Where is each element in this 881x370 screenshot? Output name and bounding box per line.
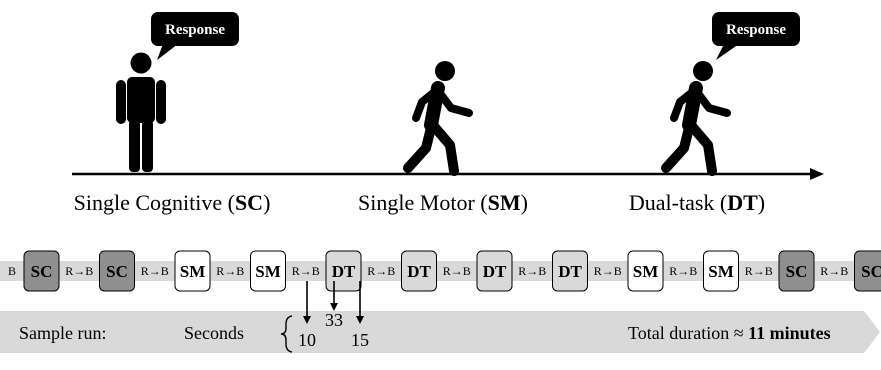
transition-label: R→B	[141, 264, 169, 278]
transition-label: R→B	[594, 264, 622, 278]
condition-label-sc: Single Cognitive (SC)	[74, 190, 271, 215]
transition-label: R→B	[820, 264, 848, 278]
marker-value: 33	[325, 310, 343, 330]
walking-person-icon	[666, 61, 727, 171]
timeline-block-label: SM	[633, 262, 659, 281]
timeline-block-label: DT	[558, 262, 582, 281]
walking-person-icon	[408, 61, 469, 171]
transition-label: R→B	[745, 264, 773, 278]
timeline-block-label: SC	[31, 262, 53, 281]
timeline-block-label: SM	[708, 262, 734, 281]
timeline-block-label: SM	[180, 262, 206, 281]
timeline-block-label: SC	[106, 262, 128, 281]
total-duration: Total duration ≈ 11 minutes	[628, 323, 831, 343]
transition-label: R→B	[669, 264, 697, 278]
timeline-block-label: DT	[483, 262, 507, 281]
condition-label-dt: Dual-task (DT)	[629, 190, 765, 215]
response-bubble-sc: Response	[151, 12, 239, 60]
time-axis-arrowhead	[810, 168, 824, 180]
standing-person-icon	[116, 53, 166, 173]
timeline-start-label: B	[8, 264, 16, 278]
transition-label: R→B	[65, 264, 93, 278]
condition-label-sm: Single Motor (SM)	[358, 190, 528, 215]
response-text: Response	[726, 22, 786, 38]
seconds-label: Seconds	[184, 323, 244, 343]
timing-arrow	[303, 281, 311, 324]
timeline-block-label: DT	[407, 262, 431, 281]
marker-value: 10	[298, 330, 316, 350]
transition-label: R→B	[518, 264, 546, 278]
timeline-block-label: SC	[861, 262, 881, 281]
transition-label: R→B	[367, 264, 395, 278]
timeline-block-label: DT	[332, 262, 356, 281]
marker-value: 15	[351, 330, 369, 350]
timeline-blocks: SC R→B SC R→B SM R→B SM R→B DT R→B DT R→B DT R→B DT R→B…	[24, 251, 881, 291]
timeline-block-label: SM	[255, 262, 281, 281]
transition-label: R→B	[292, 264, 320, 278]
response-bubble-dt: Response	[712, 12, 800, 60]
response-text: Response	[165, 22, 225, 38]
transition-label: R→B	[216, 264, 244, 278]
timeline-block-label: SC	[786, 262, 808, 281]
transition-label: R→B	[443, 264, 471, 278]
sample-run-label: Sample run:	[19, 323, 107, 343]
